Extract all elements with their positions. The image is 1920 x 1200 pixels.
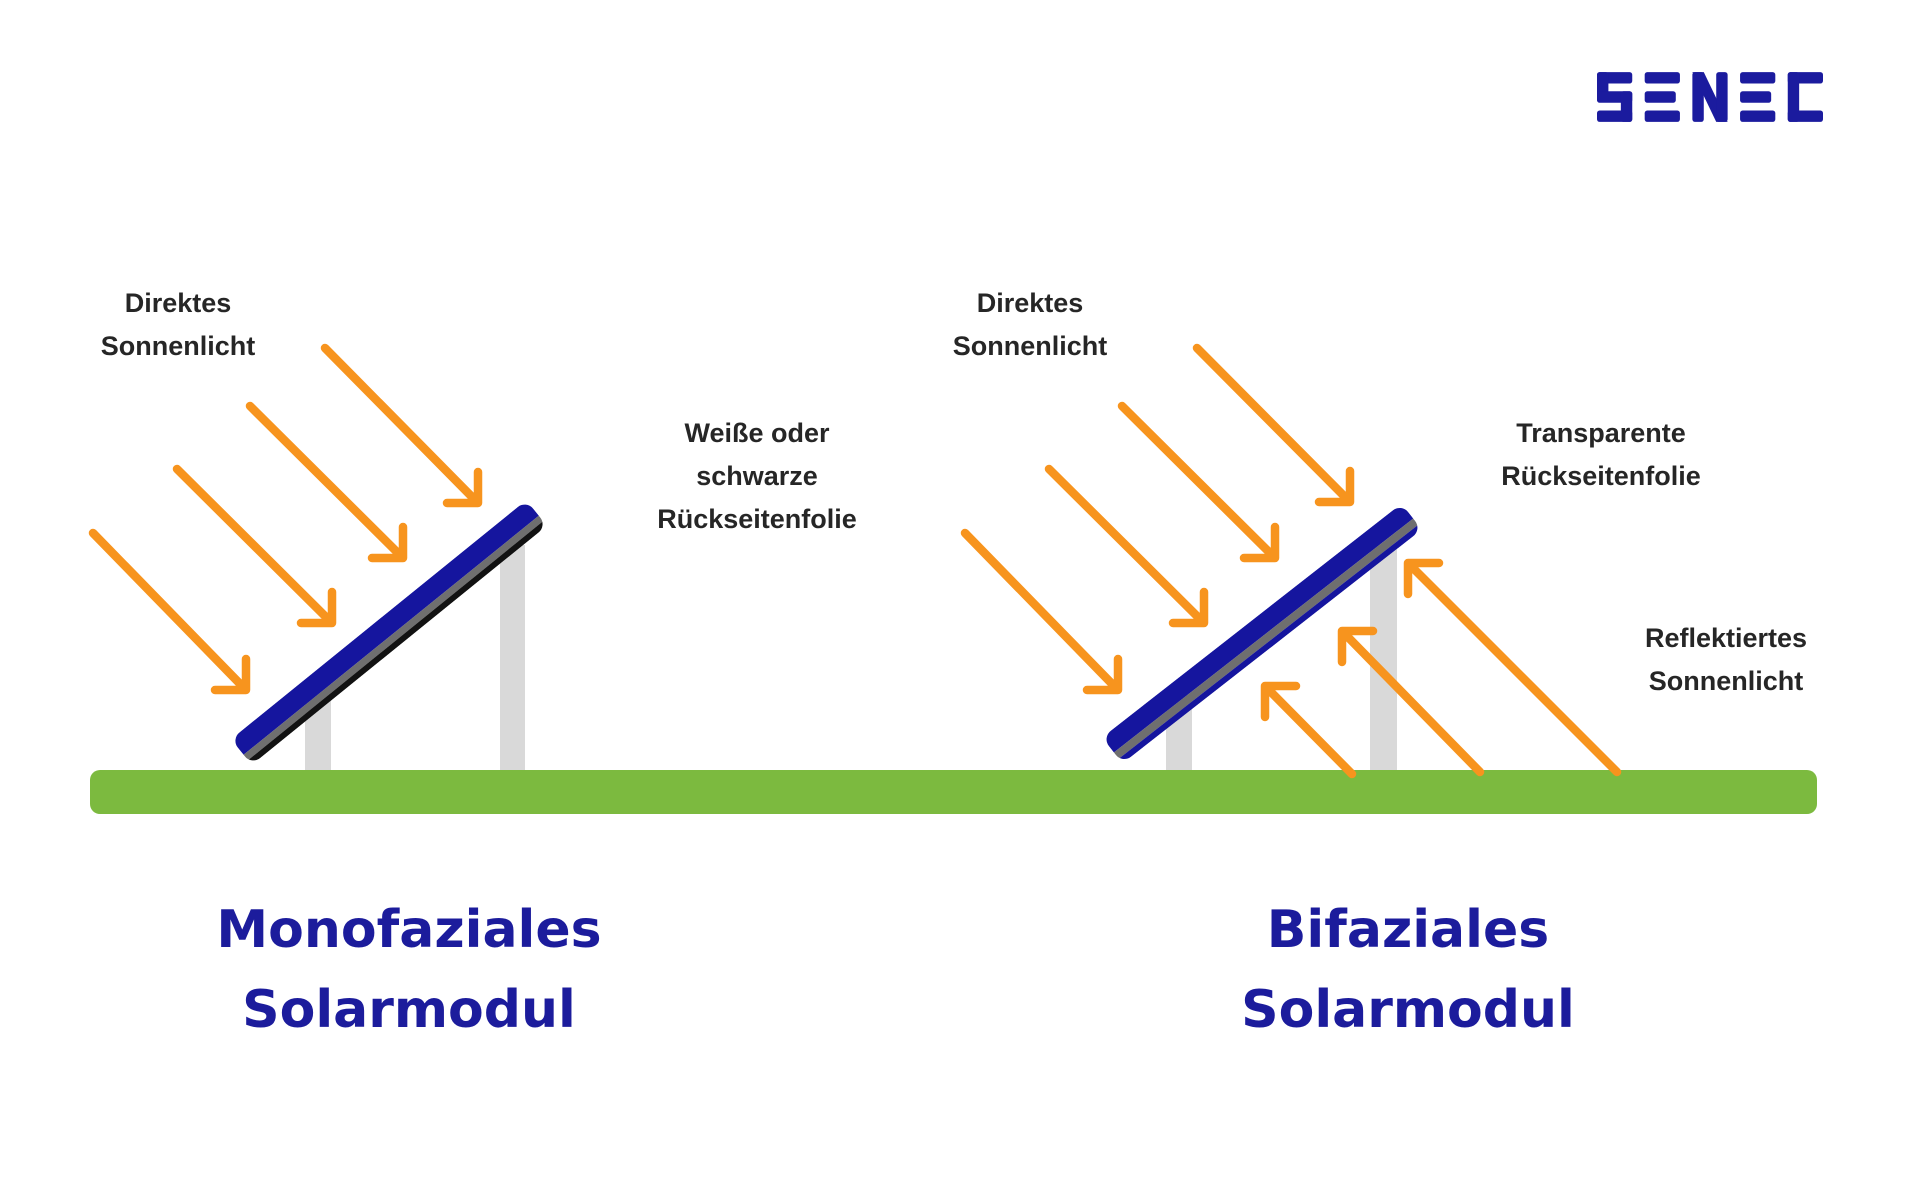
bifacial-reflected-sunlight-label: Reflektiertes Sonnenlicht xyxy=(1601,617,1851,703)
monofacial-module-title: Monofaziales Solarmodul xyxy=(159,890,659,1050)
direct-sunlight-arrow xyxy=(320,343,483,508)
title-line: Monofaziales xyxy=(216,900,602,960)
label-line: Sonnenlicht xyxy=(1648,666,1804,696)
mono-backsheet-label: Weiße oder schwarze Rückseitenfolie xyxy=(632,412,882,541)
mono-panel-rear-post xyxy=(500,545,525,775)
reflected-sunlight-arrow xyxy=(1260,681,1357,779)
ground-bar xyxy=(90,770,1817,814)
label-line: Rückseitenfolie xyxy=(657,504,857,534)
direct-sunlight-arrow xyxy=(88,528,251,695)
label-line: Direktes xyxy=(976,288,1084,318)
label-line: Transparente xyxy=(1516,418,1686,448)
label-line: Sonnenlicht xyxy=(952,331,1108,361)
title-line: Bifaziales xyxy=(1266,900,1550,960)
direct-sunlight-arrow xyxy=(1192,343,1355,507)
label-line: Sonnenlicht xyxy=(100,331,256,361)
reflected-sunlight-arrow xyxy=(1403,558,1622,777)
label-line: Rückseitenfolie xyxy=(1501,461,1701,491)
logo-letter-n xyxy=(1692,72,1728,122)
bifacial-module-title: Bifaziales Solarmodul xyxy=(1158,890,1658,1050)
title-line: Solarmodul xyxy=(242,980,576,1040)
direct-sunlight-arrow xyxy=(1044,464,1209,628)
logo-letter-s xyxy=(1597,72,1633,122)
direct-sunlight-arrow xyxy=(1117,401,1280,563)
label-line: Direktes xyxy=(124,288,232,318)
label-line: Weiße oder xyxy=(684,418,830,448)
mono-direct-sunlight-label: Direktes Sonnenlicht xyxy=(53,282,303,368)
label-line: schwarze xyxy=(696,461,818,491)
reflected-sunlight-arrow xyxy=(1337,626,1485,777)
logo-letter-c xyxy=(1787,72,1823,122)
senec-logo xyxy=(1597,72,1823,122)
direct-sunlight-arrow xyxy=(960,528,1123,695)
title-line: Solarmodul xyxy=(1241,980,1575,1040)
direct-sunlight-arrow xyxy=(172,464,337,628)
logo-letter-e xyxy=(1644,72,1680,122)
logo-letter-e xyxy=(1740,72,1776,122)
label-line: Reflektiertes xyxy=(1644,623,1808,653)
bifacial-backsheet-label: Transparente Rückseitenfolie xyxy=(1476,412,1726,498)
direct-sunlight-arrow xyxy=(245,401,408,563)
bifacial-direct-sunlight-label: Direktes Sonnenlicht xyxy=(905,282,1155,368)
